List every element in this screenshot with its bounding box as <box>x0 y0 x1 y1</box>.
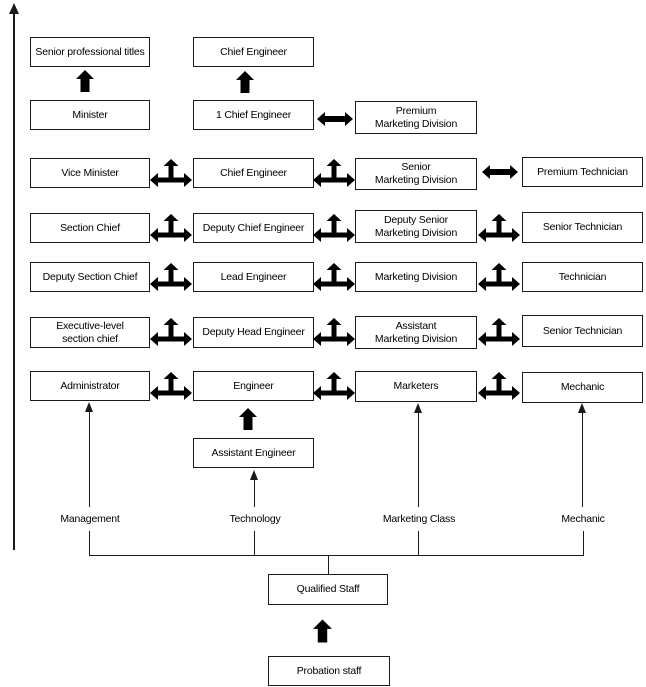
track-arrow-line <box>418 412 419 507</box>
three-way-arrow-icon <box>150 372 192 400</box>
track-arrowhead-icon <box>578 403 586 413</box>
track-label-technology: Technology <box>229 513 281 525</box>
promotion-up-arrow-icon <box>239 408 257 430</box>
box-lead-engineer: Lead Engineer <box>193 262 314 292</box>
three-way-arrow-icon <box>478 214 520 242</box>
three-way-arrow-icon <box>150 318 192 346</box>
track-arrowhead-icon <box>250 470 258 480</box>
three-way-arrow-icon <box>313 318 355 346</box>
track-label-marketing-class: Marketing Class <box>382 513 456 525</box>
connector-stub <box>583 531 584 555</box>
box-premium-technician: Premium Technician <box>522 157 643 187</box>
box-deputy-section-chief: Deputy Section Chief <box>30 262 150 292</box>
three-way-arrow-icon <box>313 159 355 187</box>
box-deputy-head-engineer: Deputy Head Engineer <box>193 317 314 348</box>
box-section-chief: Section Chief <box>30 213 150 243</box>
connector-stub <box>254 531 255 555</box>
box-marketers: Marketers <box>355 371 477 402</box>
box-marketing-division: Marketing Division <box>355 262 477 292</box>
track-arrow-line <box>254 479 255 507</box>
box-premium-marketing-division: Premium Marketing Division <box>355 101 477 134</box>
connector-stub <box>89 531 90 555</box>
box-senior-professional-titles: Senior professional titles <box>30 37 150 67</box>
box-vice-minister: Vice Minister <box>30 158 150 188</box>
box-deputy-senior-marketing-division: Deputy Senior Marketing Division <box>355 210 477 243</box>
seniority-axis-line <box>13 13 15 550</box>
transfer-left-right-arrow-icon <box>317 112 353 126</box>
three-way-arrow-icon <box>150 159 192 187</box>
connector-stub <box>418 531 419 555</box>
box-technician: Technician <box>522 262 643 292</box>
box-mechanic: Mechanic <box>522 372 643 403</box>
box-senior-technician-upper: Senior Technician <box>522 212 643 243</box>
track-arrow-line <box>582 412 583 507</box>
connector-horizontal-line <box>89 555 584 556</box>
promotion-up-arrow-icon <box>236 71 254 93</box>
track-label-management: Management <box>60 513 120 525</box>
three-way-arrow-icon <box>313 372 355 400</box>
transfer-left-right-arrow-icon <box>482 165 518 179</box>
connector-drop-line <box>328 555 329 574</box>
promotion-up-arrow-icon <box>76 70 94 92</box>
box-deputy-chief-engineer: Deputy Chief Engineer <box>193 213 314 243</box>
three-way-arrow-icon <box>150 214 192 242</box>
three-way-arrow-icon <box>150 263 192 291</box>
three-way-arrow-icon <box>313 214 355 242</box>
box-engineer: Engineer <box>193 371 314 401</box>
box-chief-engineer: Chief Engineer <box>193 158 314 188</box>
box-qualified-staff: Qualified Staff <box>268 574 388 605</box>
box-executive-level-section-chief: Executive-level section chief <box>30 317 150 348</box>
promotion-up-arrow-icon <box>313 619 332 643</box>
track-label-mechanic: Mechanic <box>561 513 605 525</box>
box-probation-staff: Probation staff <box>268 656 390 686</box>
track-arrowhead-icon <box>85 402 93 412</box>
box-assistant-marketing-division: Assistant Marketing Division <box>355 316 477 349</box>
box-administrator: Administrator <box>30 371 150 401</box>
box-assistant-engineer: Assistant Engineer <box>193 438 314 468</box>
box-one-chief-engineer: 1 Chief Engineer <box>193 100 314 130</box>
box-minister: Minister <box>30 100 150 130</box>
three-way-arrow-icon <box>313 263 355 291</box>
track-arrowhead-icon <box>414 403 422 413</box>
three-way-arrow-icon <box>478 372 520 400</box>
box-senior-technician-lower: Senior Technician <box>522 315 643 347</box>
seniority-axis-arrow-icon <box>9 3 19 14</box>
box-chief-engineer-top: Chief Engineer <box>193 37 314 67</box>
three-way-arrow-icon <box>478 318 520 346</box>
box-senior-marketing-division: Senior Marketing Division <box>355 158 477 190</box>
three-way-arrow-icon <box>478 263 520 291</box>
track-arrow-line <box>89 411 90 507</box>
